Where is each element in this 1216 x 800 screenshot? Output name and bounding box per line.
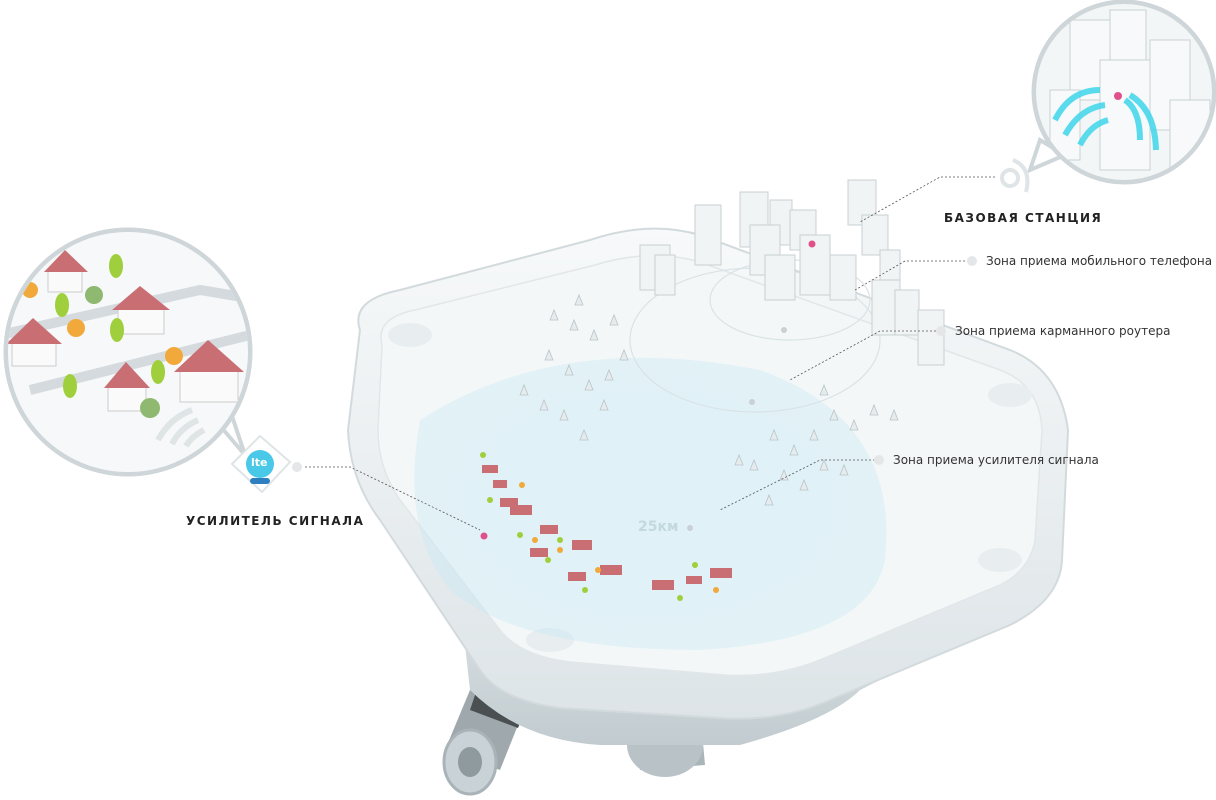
base-station-label: БАЗОВАЯ СТАНЦИЯ: [944, 211, 1103, 225]
booster-location-dot: [480, 532, 488, 540]
zone-router-marker: [936, 326, 946, 336]
base-station-dot: [808, 240, 816, 248]
zone-center-dot-booster: [687, 525, 693, 531]
booster-logo-text: lte: [251, 456, 268, 469]
city-zoom-bubble: [1026, 0, 1216, 185]
zoom-house: [174, 340, 244, 403]
zoom-house: [104, 362, 150, 412]
booster-logo-icon: [230, 434, 292, 494]
zoom-house: [112, 286, 170, 335]
zone-booster-label: Зона приема усилителя сигнала: [893, 453, 1099, 467]
zone-booster-marker: [874, 455, 884, 465]
base-station-callout-icon: [1000, 158, 1030, 193]
signal-waves-icon: [1052, 87, 1159, 151]
booster-zone: [414, 357, 887, 650]
zoom-house: [44, 250, 88, 293]
village-houses: [480, 452, 732, 601]
zone-router-label: Зона приема карманного роутера: [955, 324, 1171, 338]
callout-lines: [305, 176, 995, 531]
zone-mobile-label: Зона приема мобильного телефона: [986, 254, 1213, 268]
forest-trees: [519, 293, 899, 506]
zone-center-dot-mobile: [781, 327, 787, 333]
booster-callout-dot: [292, 462, 302, 472]
zoom-house: [8, 318, 62, 367]
distance-label: 25км: [638, 519, 679, 535]
village-zoom-bubble: [3, 227, 253, 477]
booster-label: УСИЛИТЕЛЬ СИГНАЛА: [186, 514, 365, 528]
zone-mobile-marker: [967, 256, 977, 266]
city-buildings: [639, 179, 945, 366]
zone-center-dot-router: [749, 399, 755, 405]
signal-waves-icon: [155, 407, 206, 448]
